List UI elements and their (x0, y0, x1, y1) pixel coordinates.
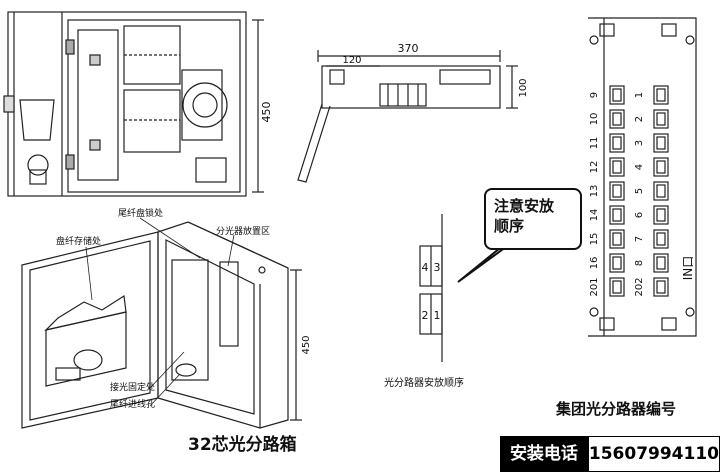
phone-bar: 安装电话 15607994110 (500, 436, 720, 472)
port-right-5-inner (656, 184, 666, 198)
label-fiber-storage: 盘纤存储处 (56, 235, 101, 247)
box-3d-body (157, 221, 289, 429)
port-left-9-inner (612, 88, 622, 102)
port-label-15: 15 (589, 233, 600, 246)
port-left-11-inner (612, 136, 622, 150)
box-3d-drawing (21, 217, 302, 429)
port-label-2: 2 (634, 116, 645, 122)
port-right-4-inner (656, 160, 666, 174)
port-label-11: 11 (589, 137, 600, 150)
port-right-8 (653, 253, 669, 273)
port-left-10-inner (612, 112, 622, 126)
port-left-12-inner (612, 160, 622, 174)
numbering-caption: 集团光分路器编号 (556, 400, 677, 418)
port-label-6: 6 (634, 212, 645, 218)
order-cell-3: 3 (434, 261, 441, 274)
top-view-inner-label: 120 (342, 55, 361, 66)
port-label-13: 13 (589, 185, 600, 198)
port-label-201: 201 (589, 277, 600, 296)
port-left-14-inner (612, 208, 622, 222)
port-left-16-inner (612, 256, 622, 270)
port-label-1: 1 (634, 92, 645, 98)
port-label-8: 8 (634, 260, 645, 266)
box-3d-open-door (21, 231, 159, 429)
top-view-width-label: 370 (398, 42, 419, 55)
port-right-6 (653, 205, 669, 225)
order-diagram-caption: 光分路器安放顺序 (384, 376, 464, 389)
port-label-5: 5 (634, 188, 645, 194)
box-caption: 32芯光分路箱 (188, 435, 297, 455)
top-view-drawing (297, 50, 518, 183)
port-right-8-inner (656, 256, 666, 270)
top-view-depth-label: 100 (518, 78, 529, 97)
phone-label: 安装电话 (500, 436, 588, 472)
numbering-in-label: IN口 (681, 256, 695, 281)
top-view-open-door (297, 103, 331, 183)
order-cell-4: 4 (422, 261, 429, 274)
callout-line1: 注意安放 (494, 197, 555, 215)
port-left-9 (609, 85, 625, 105)
numbering-panel-drawing (588, 17, 697, 337)
front-view-body (67, 19, 241, 193)
label-fiber-fixing: 接光固定处 (110, 381, 155, 393)
port-left-13 (609, 181, 625, 201)
port-right-3 (653, 133, 669, 153)
port-label-202: 202 (634, 277, 645, 296)
port-left-11 (609, 133, 625, 153)
front-view-door-tab (19, 99, 55, 141)
order-cell-2: 2 (422, 309, 429, 322)
port-left-15-inner (612, 232, 622, 246)
port-left-13-inner (612, 184, 622, 198)
callout-note: 注意安放 顺序 (484, 188, 582, 250)
port-label-7: 7 (634, 236, 645, 242)
port-left-201-inner (612, 280, 622, 294)
port-label-10: 10 (589, 113, 600, 126)
port-left-12 (609, 157, 625, 177)
port-label-9: 9 (589, 92, 600, 98)
port-right-2-inner (656, 112, 666, 126)
port-label-4: 4 (634, 164, 645, 170)
phone-number: 15607994110 (587, 436, 720, 472)
top-view-body (321, 65, 501, 109)
front-view-height-label: 450 (260, 102, 273, 123)
callout-line2: 顺序 (494, 217, 525, 235)
order-diagram (419, 214, 511, 362)
port-right-1-inner (656, 88, 666, 102)
port-right-6-inner (656, 208, 666, 222)
front-view-outer-frame (7, 11, 247, 197)
port-left-14 (609, 205, 625, 225)
port-label-3: 3 (634, 140, 645, 146)
order-cell-1: 1 (434, 309, 441, 322)
front-view-drawing (3, 11, 264, 197)
port-left-201 (609, 277, 625, 297)
port-right-4 (653, 157, 669, 177)
port-right-1 (653, 85, 669, 105)
port-right-3-inner (656, 136, 666, 150)
port-right-202 (653, 277, 669, 297)
box-3d-height-label: 450 (301, 335, 312, 354)
port-right-202-inner (656, 280, 666, 294)
port-label-12: 12 (589, 161, 600, 174)
port-left-10 (609, 109, 625, 129)
port-right-5 (653, 181, 669, 201)
port-right-2 (653, 109, 669, 129)
port-right-7-inner (656, 232, 666, 246)
label-splitter-area: 分光器放置区 (216, 225, 270, 237)
port-label-14: 14 (589, 209, 600, 222)
port-left-15 (609, 229, 625, 249)
port-label-16: 16 (589, 257, 600, 270)
label-entry-hole: 尾纤进线孔 (110, 398, 155, 410)
port-right-7 (653, 229, 669, 249)
port-left-16 (609, 253, 625, 273)
fiber-spool (182, 82, 228, 128)
label-disc-lock: 尾纤盘锁处 (118, 207, 163, 219)
front-view-lock (27, 154, 49, 176)
